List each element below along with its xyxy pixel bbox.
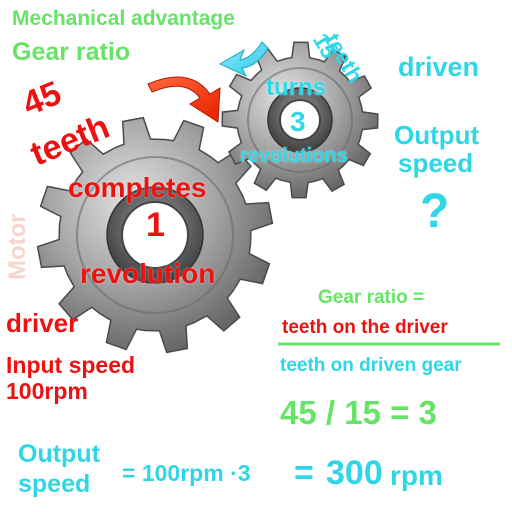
- gear-ratio-label: Gear ratio =: [318, 287, 425, 308]
- output-speed-label-bottom-line1: Output: [18, 440, 100, 468]
- result-value: 300: [326, 454, 383, 492]
- output-speed-label-top-line2: speed: [398, 148, 474, 178]
- driver-label: driver: [6, 308, 79, 338]
- red-curved-arrow-icon: [147, 76, 221, 123]
- large-gear: [36, 116, 274, 354]
- small-gear: [221, 41, 379, 199]
- output-speed-label-bottom-line2: speed: [18, 470, 91, 498]
- unknown-question-icon: ?: [420, 185, 450, 238]
- formula-numerator: teeth on the driver: [282, 317, 448, 338]
- output-speed-label-top-line1: Output: [394, 120, 480, 150]
- subtitle: Gear ratio: [12, 38, 131, 66]
- title: Mechanical advantage: [12, 7, 235, 30]
- input-speed-value: 100rpm: [6, 378, 88, 404]
- result-unit: rpm: [390, 460, 443, 491]
- small-gear-count: 3: [290, 106, 306, 137]
- large-gear-count: 1: [146, 206, 165, 244]
- small-gear-unit: revolutions: [240, 145, 348, 167]
- result-expression: = 100rpm ·3: [122, 460, 251, 486]
- motor-label: Motor: [4, 213, 31, 280]
- result-equals: =: [294, 454, 314, 492]
- driven-label: driven: [398, 52, 480, 82]
- formula-denominator: teeth on driven gear: [280, 355, 462, 376]
- cyan-arrow-icon: [218, 41, 269, 78]
- large-gear-action: completes: [68, 172, 207, 203]
- large-gear-unit: revolution: [80, 258, 216, 289]
- ratio-calculation: 45 / 15 = 3: [280, 394, 437, 431]
- small-gear-action: turns: [266, 74, 326, 101]
- input-speed-label: Input speed: [6, 352, 136, 378]
